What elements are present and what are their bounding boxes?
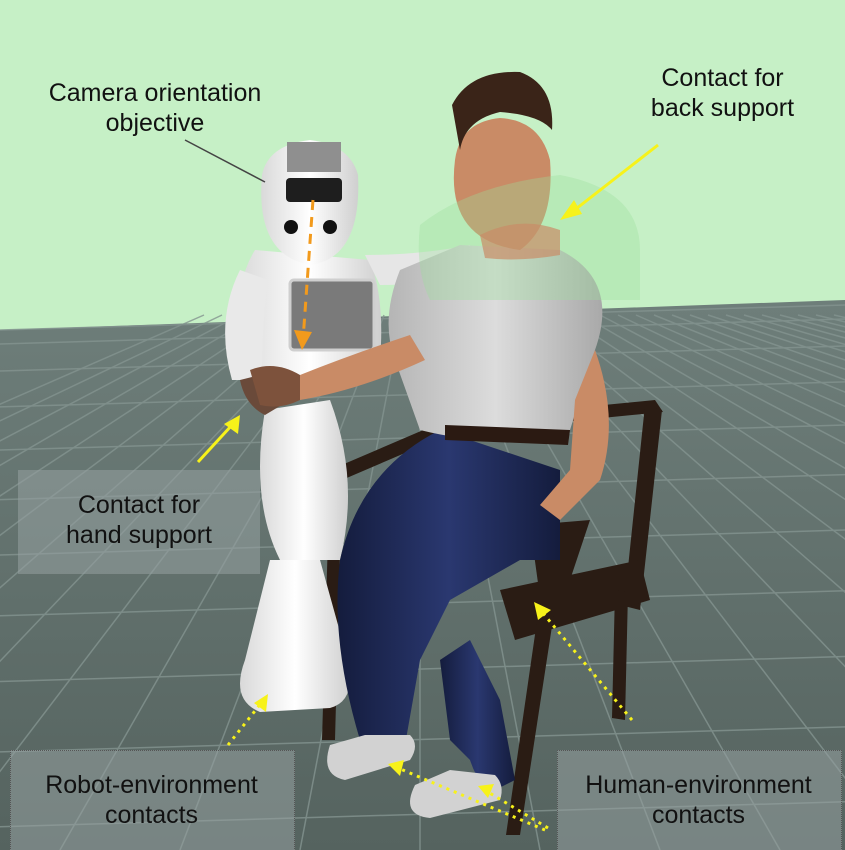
human-env-label-box — [557, 750, 842, 850]
human-env-arrowhead-right-foot — [478, 784, 494, 798]
floor-grid-line — [0, 314, 295, 537]
floor-grid-line — [0, 314, 277, 497]
human-env-arrowhead-chair — [534, 602, 551, 620]
camera-orientation-arrowhead — [294, 330, 312, 350]
camera-orientation-arrow — [301, 199, 315, 341]
robot-env-arrow — [226, 701, 264, 746]
camera-pointer-line — [184, 139, 266, 183]
floor-grid-line — [0, 314, 313, 589]
floor-grid-line — [563, 314, 845, 501]
floor-grid-line — [0, 655, 845, 683]
floor-grid-line — [545, 314, 845, 540]
robot-env-label-box — [10, 750, 295, 850]
human-env-arrowhead-left-foot — [388, 760, 404, 776]
floor-grid-line — [581, 314, 845, 470]
back-support-arrowhead — [560, 200, 582, 220]
human-env-arrow-right-foot — [487, 790, 549, 830]
hand-support-label-box — [18, 470, 260, 574]
hand-support-arrowhead — [224, 415, 240, 434]
floor-grid-line — [617, 314, 845, 425]
floor-grid-line — [0, 726, 845, 753]
floor-grid-line — [599, 314, 845, 445]
hand-support-arrow — [196, 423, 234, 464]
back-support-arrow — [571, 143, 659, 214]
human-env-arrow-left-foot — [397, 766, 546, 832]
floor-grid-line — [635, 314, 845, 408]
robot-env-arrowhead — [254, 694, 268, 712]
floor-grid-line — [0, 314, 223, 422]
human-model — [250, 71, 640, 818]
floor-grid-line — [0, 314, 331, 663]
annotation-arrows — [184, 139, 659, 832]
